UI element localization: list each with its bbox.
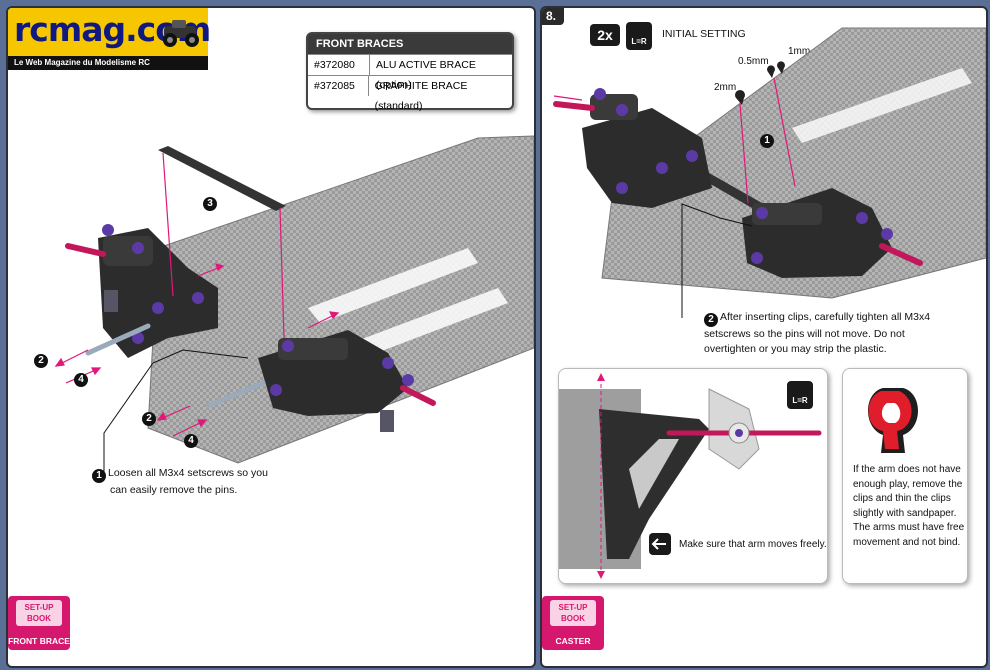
callout-leader	[103, 349, 249, 473]
clip-note-line: movement and not bind.	[853, 536, 961, 548]
clip-label-1mm: 1mm	[788, 46, 811, 57]
callout-line3: overtighten or you may strip the plastic…	[704, 343, 887, 355]
quantity-badge: 2x	[590, 24, 620, 46]
step-marker-1: 1	[760, 134, 774, 148]
initial-setting-diagram	[553, 27, 986, 318]
hinge-pin-right	[205, 380, 266, 409]
front-brace-assembly-diagram	[54, 135, 534, 473]
left-manual-page: rcmag.com Le Web Magazine du Modelisme R…	[6, 6, 536, 668]
left-arm-assembly	[65, 224, 218, 358]
parts-row: #372080 ALU ACTIVE BRACE (option)	[308, 54, 512, 91]
part-name: GRAPHITE BRACE (standard)	[374, 80, 468, 112]
upper-arm-assembly	[553, 88, 712, 208]
right-manual-page: 8. 2x L=R INITIAL SETTING 0.5mm 1mm 2mm	[540, 6, 988, 668]
guide-arrows	[54, 152, 340, 437]
parts-row: #372085 GRAPHITE BRACE (standard)	[308, 75, 512, 112]
front-braces-parts-box: FRONT BRACES #372080 ALU ACTIVE BRACE (o…	[306, 32, 514, 112]
step-marker-4: 4	[184, 434, 198, 448]
clip-note-line: The arms must have free	[853, 522, 965, 533]
tab-label: FRONT BRACE	[8, 636, 70, 646]
left-equals-right-badge: L=R	[626, 22, 652, 50]
callout-text-line2: can easily remove the pins.	[110, 484, 238, 496]
clip-label-2mm: 2mm	[714, 82, 737, 93]
parts-box-title: FRONT BRACES	[308, 34, 512, 54]
check-movement-icon	[649, 533, 671, 555]
part-code: #372080	[308, 55, 371, 75]
setup-book-tab-front-brace[interactable]: SET-UP BOOK FRONT BRACE	[8, 596, 70, 650]
arm-moves-freely-note: Make sure that arm moves freely.	[679, 539, 827, 550]
clip-note-line: clips and thin the clips	[853, 493, 951, 504]
step-number: 8.	[542, 8, 565, 25]
step-marker-4: 4	[74, 373, 88, 387]
step-marker-2: 2	[142, 412, 156, 426]
callout-text-line1: Loosen all M3x4 setscrews so you	[108, 467, 268, 479]
callout-number: 2	[704, 313, 718, 327]
arm-pivot-diagram	[559, 373, 822, 579]
clip-play-panel: If the arm does not have enough play, re…	[842, 368, 968, 584]
lower-arm-assembly	[742, 188, 923, 278]
clip-set	[735, 61, 785, 105]
clip-note-line: enough play, remove the	[853, 478, 963, 490]
step-marker-3: 3	[203, 197, 217, 211]
tab-label: CASTER	[555, 636, 591, 646]
callout-line1: After inserting clips, carefully tighten…	[720, 311, 931, 323]
initial-setting-heading: INITIAL SETTING	[662, 28, 746, 40]
logo-tagline: Le Web Magazine du Modelisme RC	[8, 56, 208, 70]
clip-label-0-5mm: 0.5mm	[738, 56, 769, 67]
hinge-pin-left	[85, 323, 151, 356]
callout-number: 1	[92, 469, 106, 483]
setup-book-icon: SET-UP BOOK	[16, 600, 62, 626]
step-marker-2: 2	[34, 354, 48, 368]
clip-play-note: If the arm does not have enough play, re…	[853, 463, 964, 550]
rcmag-logo[interactable]: rcmag.com Le Web Magazine du Modelisme R…	[8, 8, 211, 70]
clip-note-line: If the arm does not have	[853, 464, 961, 475]
left-equals-right-badge: L=R	[787, 381, 813, 409]
clip-icon	[868, 388, 918, 453]
arm-movement-panel: L=R Make sure that arm moves freely.	[558, 368, 828, 584]
callout-leader	[681, 203, 753, 318]
setup-book-tab-caster[interactable]: SET-UP BOOK CASTER	[542, 596, 604, 650]
graphite-brace-bar	[158, 146, 286, 211]
callout-line2: setscrews so the pins will not move. Do …	[704, 328, 905, 340]
guide-arrows	[553, 77, 796, 204]
right-arm-assembly	[258, 330, 436, 432]
rc-car-icon	[163, 20, 199, 47]
clip-note-line: slightly with sandpaper.	[853, 507, 957, 519]
part-name: ALU ACTIVE BRACE (option)	[376, 59, 476, 91]
part-code: #372085	[308, 76, 369, 96]
setup-book-icon: SET-UP BOOK	[550, 600, 596, 626]
